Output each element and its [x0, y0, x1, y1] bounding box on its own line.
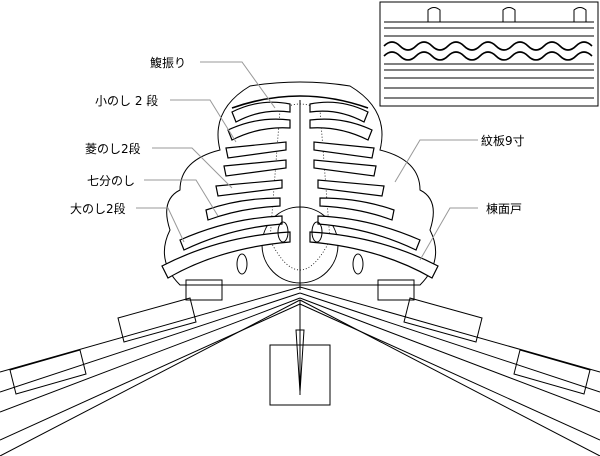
nail	[295, 329, 305, 393]
label-oonoshi: 大のし2段	[70, 201, 126, 216]
label-munemendo: 棟面戸	[486, 201, 522, 216]
monita-outline	[163, 81, 437, 286]
label-hafuri: 鰒振り	[150, 55, 186, 70]
inset-elevation	[379, 1, 599, 107]
roof-slopes	[0, 286, 600, 456]
label-hishinoshi: 菱のし2段	[85, 141, 141, 156]
label-monita: 紋板9寸	[481, 134, 525, 148]
label-shichibunoshi: 七分のし	[87, 174, 135, 188]
hafuri-tile	[231, 95, 369, 109]
noshi-tiles-left	[161, 101, 291, 301]
leader-lines	[136, 61, 478, 261]
label-konoshi: 小のし 2 段	[95, 93, 158, 108]
noshi-tiles-right	[309, 101, 439, 301]
